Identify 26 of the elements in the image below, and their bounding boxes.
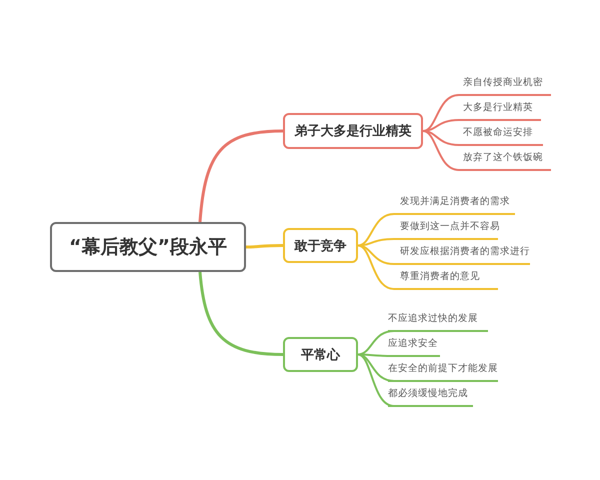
connector: [422, 94, 463, 132]
connector: [422, 130, 463, 146]
branch-topic: 在安全的前提下才能发展: [388, 360, 498, 382]
main-topic-box: 平常心: [283, 337, 358, 372]
connector: [246, 244, 284, 248]
branch-topic: 放弃了这个铁饭碗: [463, 149, 551, 171]
central-topic-box: “幕后教父”段永平: [50, 222, 246, 272]
branch-topic: 亲自传授商业机密: [463, 74, 551, 96]
connector: [198, 272, 284, 356]
branch-topic: 研发应根据消费者的需求进行: [400, 243, 530, 265]
branch-topic: 尊重消费者的意见: [400, 268, 498, 290]
main-topic-box: 敢于竞争: [283, 228, 358, 263]
branch-topic: 不愿被命运安排: [463, 124, 543, 146]
connector: [422, 130, 463, 171]
connector: [358, 213, 400, 246]
branch-topic: 都必须缓慢地完成: [388, 385, 473, 407]
connector: [358, 244, 400, 290]
connector: [198, 130, 284, 222]
branch-topic: 应追求安全: [388, 335, 440, 357]
connector: [358, 238, 400, 246]
connector: [358, 244, 400, 265]
main-topic-box: 弟子大多是行业精英: [283, 113, 423, 149]
branch-topic: 大多是行业精英: [463, 99, 541, 121]
branch-topic: 不应追求过快的发展: [388, 310, 488, 332]
branch-topic: 发现并满足消费者的需求: [400, 193, 515, 215]
branch-topic: 要做到这一点并不容易: [400, 218, 498, 240]
